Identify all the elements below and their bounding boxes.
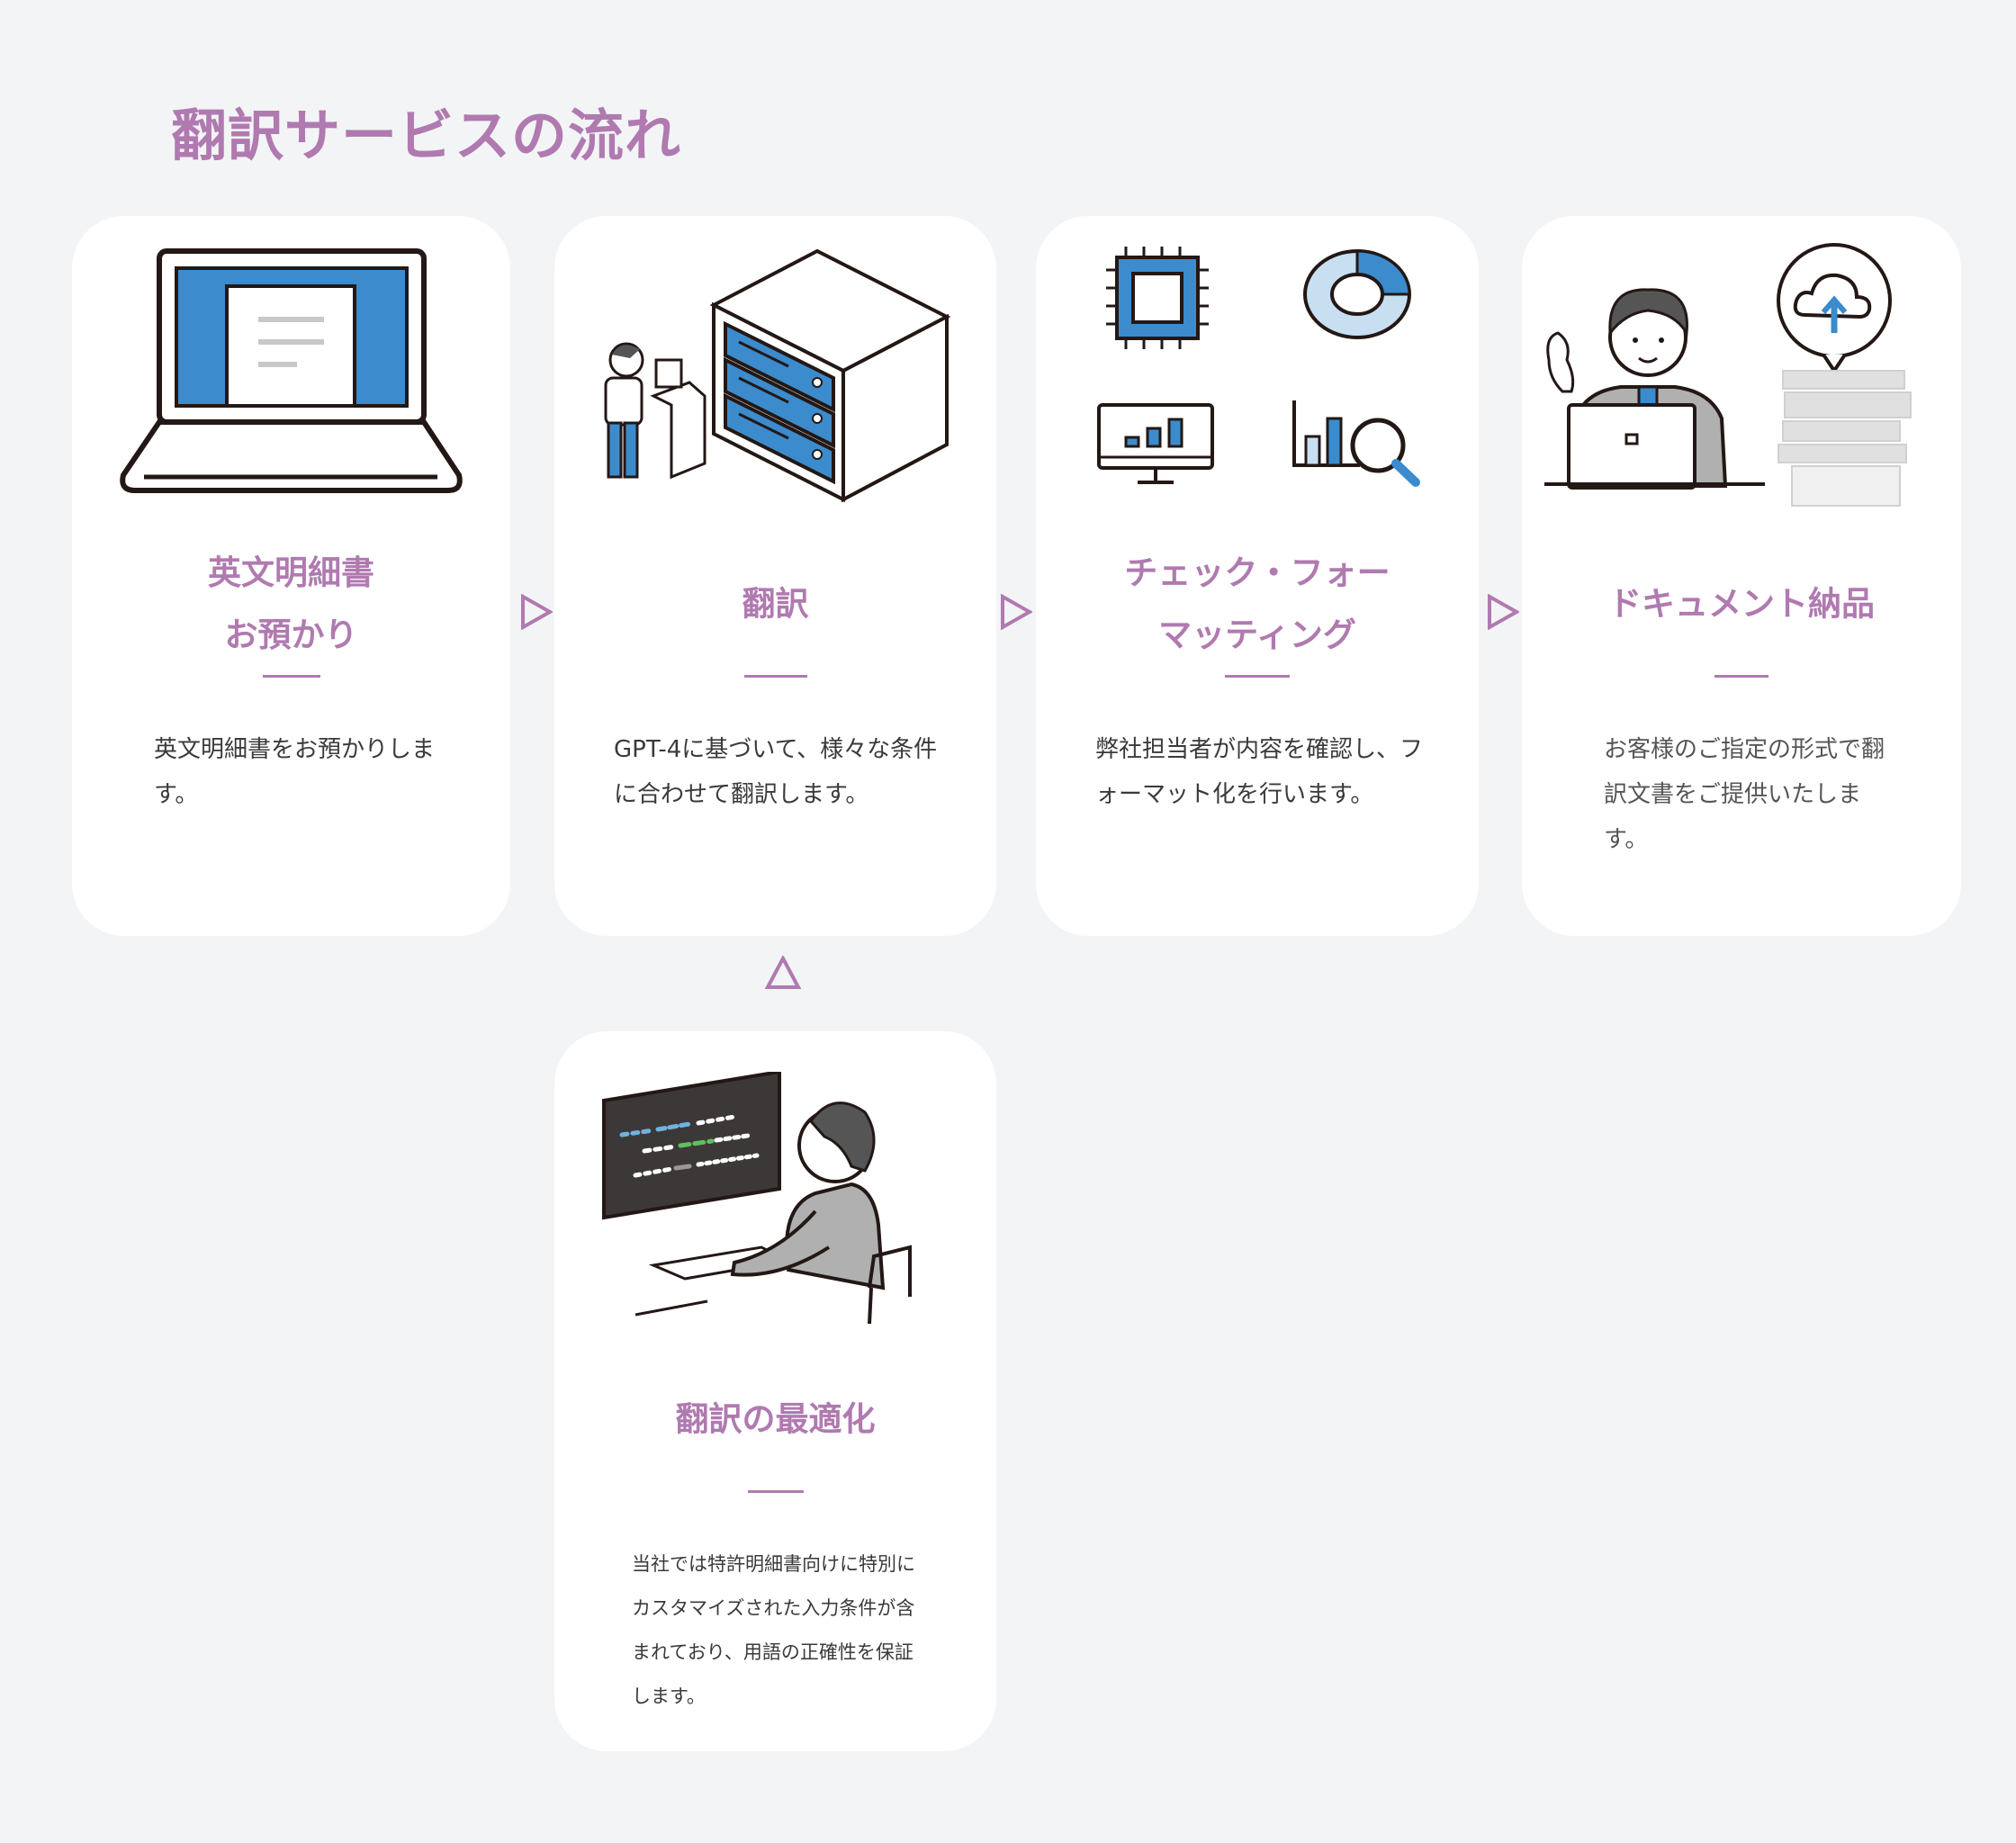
magnifier-chart-icon bbox=[1292, 400, 1420, 487]
document-stack-icon bbox=[1778, 370, 1912, 507]
monitor-bar-chart-icon bbox=[1097, 403, 1214, 484]
step-description: 弊社担当者が内容を確認し、フォーマット化を行います。 bbox=[1095, 736, 1424, 808]
step-card-5: 翻訳の最適化 当社では特許明細書向けに特別にカスタマイズされた入力条件が含まれて… bbox=[554, 1031, 996, 1751]
page-title: 翻訳サービスの流れ bbox=[171, 103, 682, 168]
heading-line: チェック・フォー bbox=[1124, 553, 1390, 592]
businessman-upload-icon bbox=[1522, 243, 1963, 513]
heading-line: マッティング bbox=[1158, 616, 1356, 654]
programmer-icon bbox=[554, 1069, 995, 1342]
step-card-2: 翻訳 GPT-4に基づいて、様々な条件に合わせて翻訳します。 bbox=[554, 216, 996, 936]
next-step-arrow-icon bbox=[1000, 593, 1034, 634]
step-heading: ドキュメント納品 bbox=[1608, 584, 1875, 624]
laptop-document-icon bbox=[72, 243, 513, 513]
step-description: お客様のご指定の形式で翻訳文書をご提供いたします。 bbox=[1604, 736, 1886, 853]
step-card-1: 英文明細書お預かり 英文明細書をお預かりします。 bbox=[72, 216, 510, 936]
donut-chart-icon bbox=[1303, 249, 1411, 339]
heading-line: 英文明細書 bbox=[208, 553, 374, 592]
cpu-chip-icon bbox=[1106, 247, 1209, 349]
divider bbox=[1225, 675, 1290, 678]
up-arrow-icon bbox=[764, 954, 802, 993]
cloud-upload-icon bbox=[1777, 243, 1892, 374]
step-description: GPT-4に基づいて、様々な条件に合わせて翻訳します。 bbox=[614, 736, 938, 808]
server-person-icon bbox=[554, 243, 995, 513]
divider bbox=[1714, 675, 1768, 678]
heading-line: お預かり bbox=[224, 616, 358, 654]
divider bbox=[262, 675, 320, 678]
step-card-4: ドキュメント納品 お客様のご指定の形式で翻訳文書をご提供いたします。 bbox=[1522, 216, 1961, 936]
next-step-arrow-icon bbox=[1487, 593, 1521, 634]
analytics-icons bbox=[1036, 243, 1477, 513]
step-card-3: チェック・フォーマッティング 弊社担当者が内容を確認し、フォーマット化を行います… bbox=[1036, 216, 1479, 936]
step-description: 当社では特許明細書向けに特別にカスタマイズされた入力条件が含まれており、用語の正… bbox=[632, 1553, 915, 1707]
divider bbox=[747, 1490, 804, 1493]
step-heading: 翻訳の最適化 bbox=[675, 1399, 876, 1439]
step-heading: 英文明細書お預かり bbox=[72, 542, 510, 666]
step-heading: チェック・フォーマッティング bbox=[1036, 542, 1479, 666]
next-step-arrow-icon bbox=[520, 593, 554, 634]
divider bbox=[743, 675, 807, 678]
step-description: 英文明細書をお預かりします。 bbox=[154, 736, 436, 808]
step-heading: 翻訳 bbox=[742, 584, 809, 624]
